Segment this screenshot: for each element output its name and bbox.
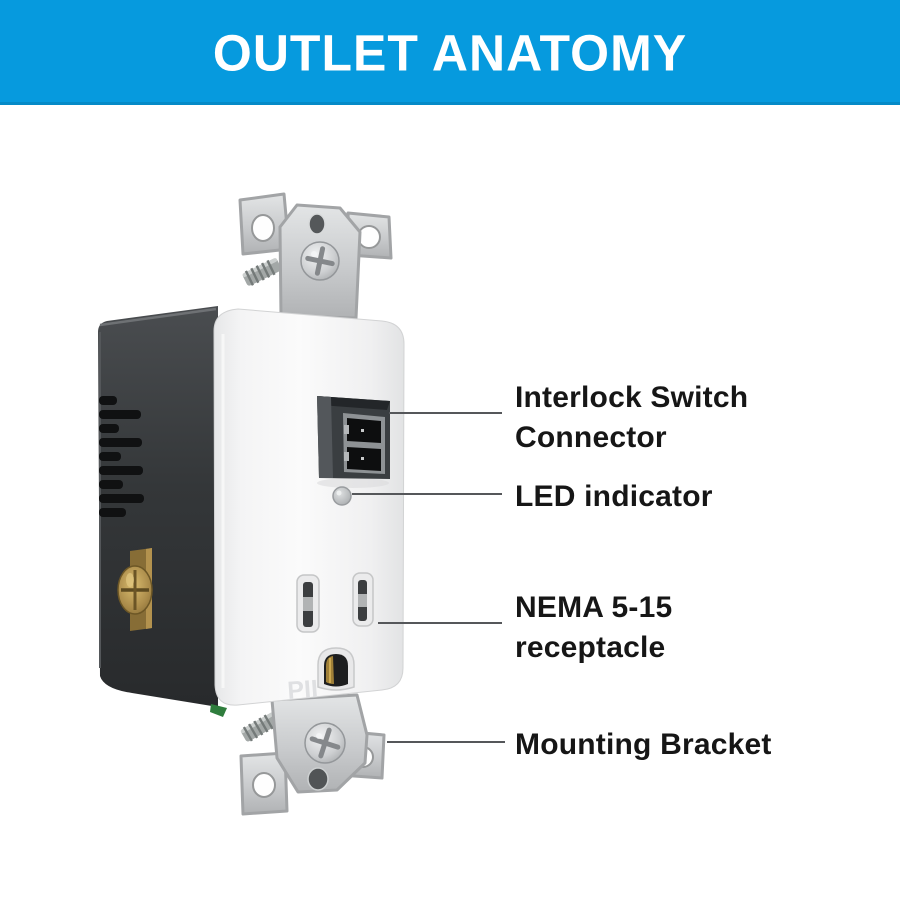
receptacle-slot-right <box>352 572 374 627</box>
label-line: Interlock Switch <box>515 381 749 414</box>
tab-hole <box>307 767 329 791</box>
interlock-switch-connector <box>317 396 390 488</box>
ground-strap <box>210 704 227 717</box>
ground-hole <box>317 647 355 691</box>
label-line: NEMA 5-15 <box>515 591 673 624</box>
callout-line-bracket <box>387 741 505 743</box>
captive-screw <box>240 712 279 742</box>
label-mounting-bracket: Mounting Bracket <box>515 725 772 765</box>
page-title: OUTLET ANATOMY <box>212 23 688 82</box>
label-line: Mounting Bracket <box>515 728 772 761</box>
mounting-screw-bottom <box>304 722 346 764</box>
nema-5-15-receptacle <box>296 572 374 691</box>
terminal-screw <box>117 548 153 631</box>
label-line: receptacle <box>515 631 666 664</box>
label-interlock-switch-connector: Interlock Switch Connector <box>515 378 748 458</box>
bottom-mounting-bracket <box>239 693 386 816</box>
bracket-hole <box>252 772 276 798</box>
callout-line-led <box>352 493 502 495</box>
label-line: LED indicator <box>515 480 713 513</box>
bracket-hole <box>357 225 381 249</box>
callout-line-nema <box>378 622 502 624</box>
body-top-edge-highlight <box>99 307 217 327</box>
label-led-indicator: LED indicator <box>515 477 713 517</box>
captive-screw <box>242 258 282 286</box>
front-face: PII <box>213 308 405 706</box>
safety-shutter <box>358 594 367 607</box>
callout-line-interlock <box>389 412 502 414</box>
molded-logo: PII <box>286 675 318 705</box>
title-banner: OUTLET ANATOMY <box>0 0 900 105</box>
receptacle-slot-left <box>296 574 320 633</box>
label-nema-receptacle: NEMA 5-15 receptacle <box>515 588 672 668</box>
vent-slots <box>99 396 144 517</box>
led-indicator <box>332 486 352 506</box>
safety-shutter <box>303 597 313 611</box>
bracket-hole <box>251 214 275 242</box>
mounting-screw-top <box>300 241 340 281</box>
top-mounting-bracket <box>238 192 393 320</box>
label-line: Connector <box>515 421 667 454</box>
tab-hole <box>308 213 326 235</box>
device-side-body <box>98 306 218 707</box>
